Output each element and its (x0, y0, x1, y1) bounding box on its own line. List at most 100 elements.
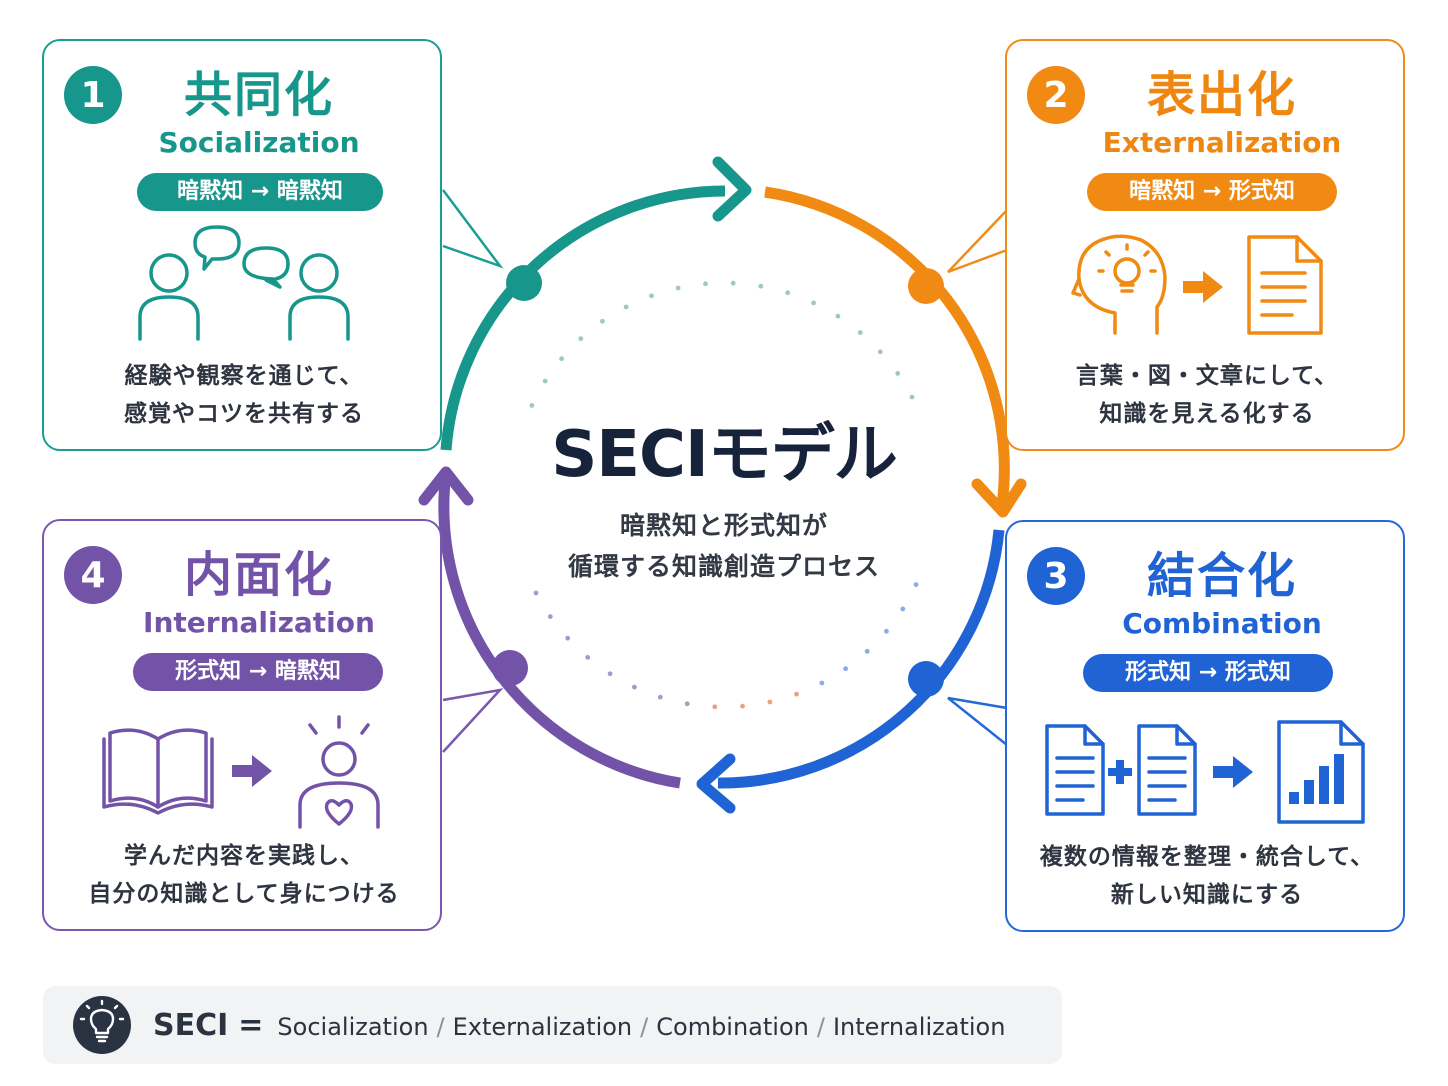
description-line: 感覚やコツを共有する (124, 401, 364, 427)
center-title: SECIモデル (551, 418, 898, 492)
tail-card-1 (442, 189, 504, 269)
ring-dot (913, 582, 919, 587)
ring-dot (909, 394, 915, 400)
arrow-head-combination (696, 753, 736, 814)
card-externalization: 2 表出化 Externalization 暗黙知 → 形式知 言葉・図・文章に… (1005, 39, 1405, 451)
ring-dot (864, 648, 870, 654)
arrow-head-internalization (418, 466, 474, 506)
ring-dot (794, 691, 799, 697)
conversion-badge: 形式知 → 暗黙知 (133, 653, 383, 691)
footer-separator: / (640, 1013, 649, 1041)
phase-title: 結合化 (1146, 548, 1297, 604)
footer-separator: / (436, 1013, 445, 1041)
ring-dot (623, 304, 629, 310)
ring-dot (703, 281, 708, 287)
step-number-badge: 1 (64, 66, 122, 124)
ring-dot (600, 318, 605, 324)
footer-separator: / (816, 1013, 825, 1041)
ring-dot (712, 704, 718, 710)
tail-card-2 (947, 209, 1008, 274)
footer-legend: SECI=Socialization/Externalization/Combi… (43, 986, 1062, 1064)
ring-dot (547, 614, 553, 619)
arc-combination (717, 529, 1005, 789)
ring-dot (607, 671, 613, 677)
footer-term: Externalization (452, 1013, 633, 1041)
phase-subtitle: Socialization (158, 126, 360, 159)
phase-subtitle: Internalization (143, 606, 375, 639)
ring-dot (675, 285, 681, 291)
arrow-head-socialization (712, 156, 752, 222)
ring-dot (578, 336, 584, 342)
footer-equals: = (238, 1008, 264, 1043)
phase-subtitle: Combination (1122, 607, 1322, 640)
arrow-head-externalization (971, 478, 1027, 518)
ring-dot (895, 371, 901, 376)
ring-dot (758, 283, 764, 289)
conversion-badge: 暗黙知 → 暗黙知 (137, 173, 383, 211)
center-subtitle-line: 暗黙知と形式知が (619, 511, 828, 540)
ring-dot (565, 635, 571, 641)
description-line: 複数の情報を整理・統合して、 (1039, 844, 1375, 870)
node-socialization (506, 265, 542, 301)
ring-dot (632, 684, 637, 690)
phase-description: 経験や観察を通じて、 感覚やコツを共有する (54, 357, 434, 433)
description-line: 学んだ内容を実践し、 (124, 843, 364, 869)
conversion-badge: 暗黙知 → 形式知 (1087, 173, 1337, 211)
description-line: 自分の知識として身につける (88, 881, 400, 907)
ring-dot (884, 628, 889, 634)
phase-title: 表出化 (1146, 67, 1297, 123)
ring-dot (730, 280, 736, 286)
arc-externalization (764, 186, 1010, 506)
dotted-inner-ring (529, 280, 919, 710)
description-line: 経験や観察を通じて、 (124, 363, 364, 389)
tail-card-3 (947, 696, 1008, 746)
phase-title: 共同化 (183, 67, 334, 123)
footer-text: SECI=Socialization/Externalization/Combi… (153, 986, 1005, 1064)
card-combination: 3 結合化 Combination 形式知 → 形式知 複数の情報を整理・統合し… (1005, 520, 1405, 932)
ring-dot (811, 300, 816, 306)
card-internalization: 4 内面化 Internalization 形式知 → 暗黙知 学んだ内容を実践… (42, 519, 442, 931)
center-subtitle: 暗黙知と形式知が 循環する知識創造プロセス (524, 505, 924, 587)
ring-dot (740, 703, 745, 709)
step-number-badge: 2 (1027, 66, 1085, 124)
conversion-badge: 形式知 → 形式知 (1083, 654, 1333, 692)
step-number-badge: 4 (64, 546, 122, 604)
ring-dot (542, 378, 548, 384)
footer-acronym: SECI (153, 1008, 229, 1043)
phase-description: 学んだ内容を実践し、 自分の知識として身につける (54, 837, 434, 913)
ring-dot (649, 293, 654, 299)
footer-term: Internalization (832, 1013, 1006, 1041)
description-line: 知識を見える化する (1099, 401, 1315, 427)
arc-socialization (440, 185, 726, 451)
phase-description: 複数の情報を整理・統合して、 新しい知識にする (1017, 838, 1397, 914)
ring-dot (657, 694, 663, 700)
ring-dot (843, 666, 848, 672)
description-line: 言葉・図・文章にして、 (1075, 363, 1339, 389)
footer-term: Socialization (277, 1013, 429, 1041)
ring-dot (835, 313, 841, 319)
center-subtitle-line: 循環する知識創造プロセス (567, 552, 880, 581)
ring-dot (785, 290, 791, 296)
description-line: 新しい知識にする (1110, 882, 1304, 908)
footer-term: Combination (656, 1013, 809, 1041)
node-internalization (492, 650, 528, 686)
ring-dot (900, 606, 906, 612)
ring-dot (819, 680, 825, 686)
ring-dot (585, 655, 591, 660)
node-combination (908, 661, 944, 697)
phase-description: 言葉・図・文章にして、 知識を見える化する (1017, 357, 1397, 433)
lightbulb-icon (73, 996, 131, 1054)
ring-dot (877, 349, 883, 355)
ring-dot (684, 701, 690, 707)
node-externalization (908, 268, 944, 304)
ring-dot (533, 590, 539, 596)
card-socialization: 1 共同化 Socialization 暗黙知 → 暗黙知 経験や観察を通じて、… (42, 39, 442, 451)
phase-title: 内面化 (183, 547, 334, 603)
ring-dot (529, 403, 535, 408)
ring-dot (559, 356, 564, 362)
step-number-badge: 3 (1027, 547, 1085, 605)
ring-dot (767, 699, 773, 705)
ring-dot (857, 330, 863, 335)
phase-subtitle: Externalization (1102, 126, 1342, 159)
